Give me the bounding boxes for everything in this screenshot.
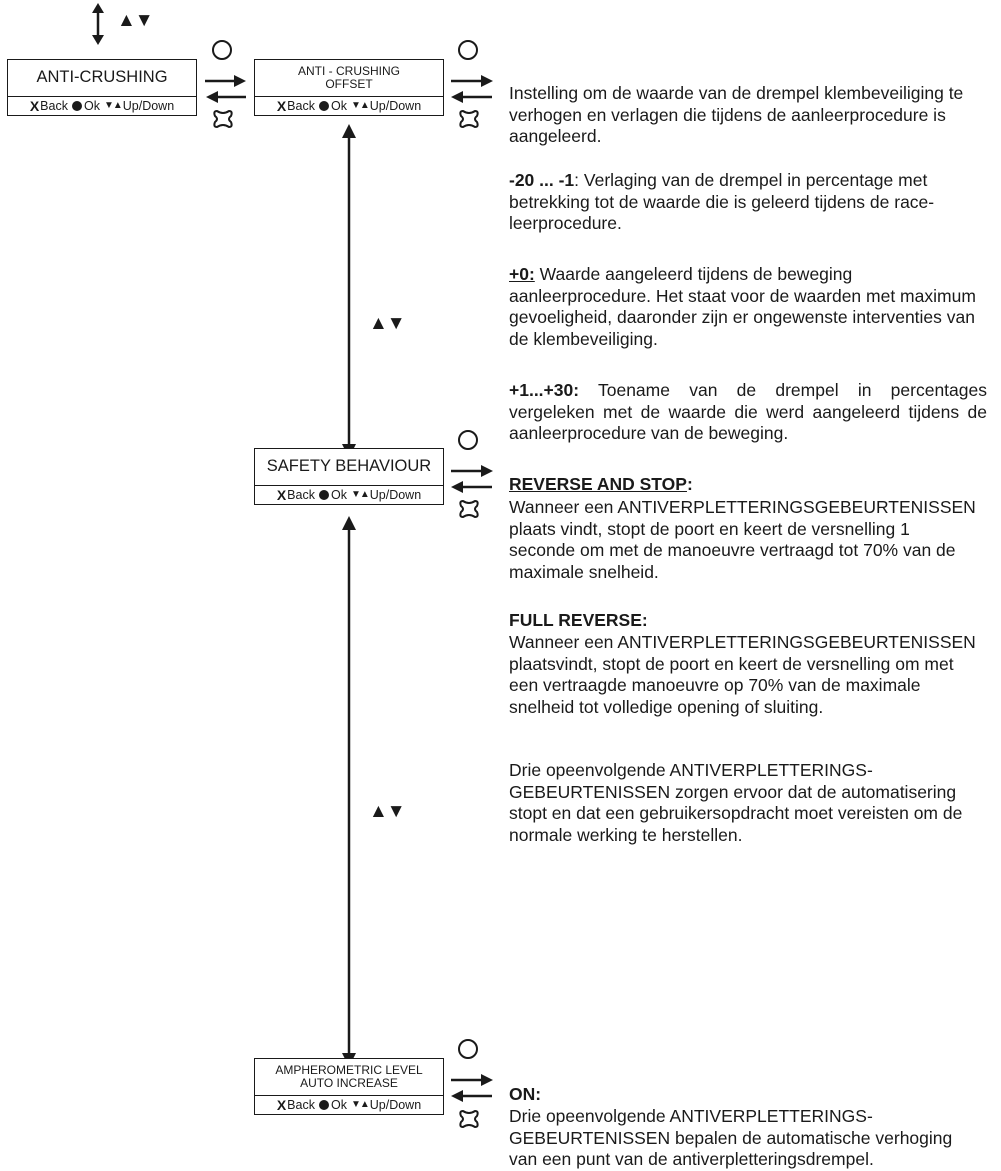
menu-title: ANTI-CRUSHING bbox=[8, 60, 196, 97]
updown-symbol: ▲▼ bbox=[117, 10, 154, 31]
ok-circle-icon bbox=[458, 40, 478, 60]
back-cross-icon bbox=[459, 500, 479, 518]
top-updown-arrow-icon bbox=[92, 3, 104, 45]
offset-zero: +0: Waarde aangeleerd tijdens de bewegin… bbox=[509, 264, 976, 349]
offset-negative: -20 ... -1: Verlaging van de drempel in … bbox=[509, 170, 935, 233]
safety-reverse-stop-text: Wanneer een ANTIVERPLETTERINGSGEBEURTENI… bbox=[509, 497, 976, 582]
enter-exit-arrows-icon bbox=[451, 465, 493, 493]
back-cross-icon bbox=[459, 1110, 479, 1128]
amph-on-text: Drie opeenvolgende ANTIVERPLETTERINGS-GE… bbox=[509, 1106, 953, 1169]
ok-circle-icon bbox=[458, 1039, 478, 1059]
offset-intro: Instelling om de waarde van de drempel k… bbox=[509, 83, 964, 146]
updown-symbol: ▲▼ bbox=[369, 313, 406, 334]
amph-on-label: ON: bbox=[509, 1084, 542, 1104]
back-cross-icon bbox=[459, 110, 479, 128]
ok-circle-icon bbox=[458, 430, 478, 450]
enter-exit-arrows-icon bbox=[451, 1074, 493, 1102]
enter-exit-arrows-icon bbox=[451, 75, 493, 103]
safety-three-events-text: Drie opeenvolgende ANTIVERPLETTERINGS-GE… bbox=[509, 760, 963, 845]
updown-symbol: ▲▼ bbox=[369, 801, 406, 822]
vertical-updown-arrow-icon bbox=[342, 516, 356, 1067]
menu-title: SAFETY BEHAVIOUR bbox=[255, 449, 443, 486]
safety-full-reverse-label: FULL REVERSE: bbox=[509, 610, 648, 630]
back-cross-icon bbox=[213, 110, 233, 128]
safety-reverse-stop-label: REVERSE AND STOP: bbox=[509, 474, 693, 494]
enter-exit-arrows-icon bbox=[205, 75, 246, 103]
safety-full-reverse-text: Wanneer een ANTIVERPLETTERINGSGEBEURTENI… bbox=[509, 632, 976, 717]
ok-circle-icon bbox=[212, 40, 232, 60]
vertical-updown-arrow-icon bbox=[342, 124, 356, 458]
offset-positive: +1...+30: Toename van de drempel in perc… bbox=[509, 380, 987, 443]
